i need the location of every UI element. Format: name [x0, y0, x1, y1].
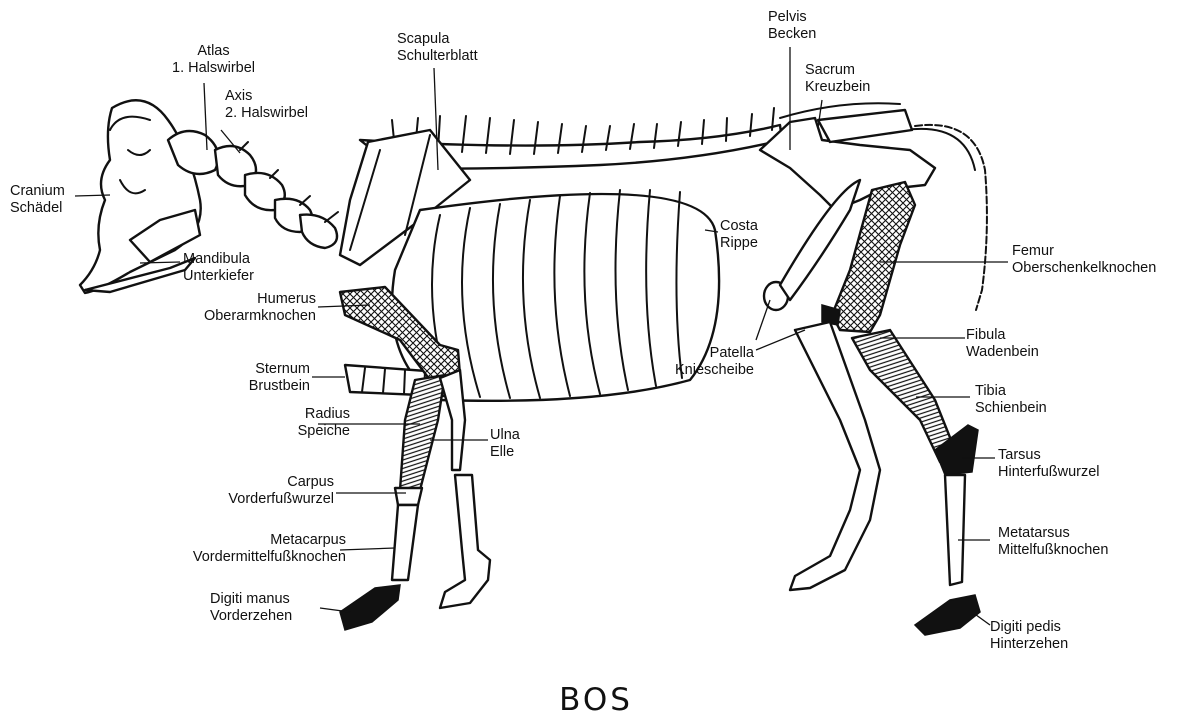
label-atlas-german: 1. Halswirbel — [172, 60, 255, 77]
label-metacarpus-latin: Metacarpus — [150, 532, 346, 549]
label-tarsus-latin: Tarsus — [998, 447, 1100, 464]
label-sternum-german: Brustbein — [200, 378, 310, 395]
label-cranium: Cranium Schädel — [10, 183, 65, 217]
label-fibula-german: Wadenbein — [966, 344, 1039, 361]
label-digiti-manus-latin: Digiti manus — [210, 591, 292, 608]
label-patella: Patella Kniescheibe — [656, 345, 754, 379]
label-patella-german: Kniescheibe — [656, 362, 754, 379]
label-cranium-latin: Cranium — [10, 183, 65, 200]
label-axis: Axis 2. Halswirbel — [225, 88, 308, 122]
label-humerus: Humerus Oberarmknochen — [172, 291, 316, 325]
label-digiti-manus-german: Vorderzehen — [210, 608, 292, 625]
label-sacrum-german: Kreuzbein — [805, 79, 870, 96]
label-femur-german: Oberschenkelknochen — [1012, 260, 1156, 277]
label-tarsus-german: Hinterfußwurzel — [998, 464, 1100, 481]
label-ulna-latin: Ulna — [490, 427, 520, 444]
label-tarsus: Tarsus Hinterfußwurzel — [998, 447, 1100, 481]
label-metatarsus-latin: Metatarsus — [998, 525, 1108, 542]
label-carpus-german: Vorderfußwurzel — [190, 491, 334, 508]
label-scapula-latin: Scapula — [397, 31, 478, 48]
label-scapula: Scapula Schulterblatt — [397, 31, 478, 65]
label-atlas: Atlas 1. Halswirbel — [172, 43, 255, 77]
label-ulna-german: Elle — [490, 444, 520, 461]
label-costa-latin: Costa — [720, 218, 758, 235]
label-sacrum: Sacrum Kreuzbein — [805, 62, 870, 96]
label-mandibula-german: Unterkiefer — [183, 268, 254, 285]
label-mandibula-latin: Mandibula — [183, 251, 254, 268]
metacarpus-bone — [392, 505, 418, 580]
label-fibula-latin: Fibula — [966, 327, 1039, 344]
label-tibia: Tibia Schienbein — [975, 383, 1047, 417]
diagram-title: BOS — [0, 682, 1192, 718]
label-ulna: Ulna Elle — [490, 427, 520, 461]
label-digiti-pedis: Digiti pedis Hinterzehen — [990, 619, 1068, 653]
label-axis-german: 2. Halswirbel — [225, 105, 308, 122]
label-cranium-german: Schädel — [10, 200, 65, 217]
label-femur-latin: Femur — [1012, 243, 1156, 260]
label-pelvis-latin: Pelvis — [768, 9, 816, 26]
label-tibia-german: Schienbein — [975, 400, 1047, 417]
label-pelvis: Pelvis Becken — [768, 9, 816, 43]
metatarsus-bone — [945, 475, 965, 585]
label-metacarpus-german: Vordermittelfußknochen — [150, 549, 346, 566]
label-metatarsus: Metatarsus Mittelfußknochen — [998, 525, 1108, 559]
label-femur: Femur Oberschenkelknochen — [1012, 243, 1156, 277]
label-humerus-latin: Humerus — [172, 291, 316, 308]
label-carpus: Carpus Vorderfußwurzel — [190, 474, 334, 508]
label-tibia-latin: Tibia — [975, 383, 1047, 400]
label-digiti-pedis-german: Hinterzehen — [990, 636, 1068, 653]
label-radius-latin: Radius — [220, 406, 350, 423]
label-sternum-latin: Sternum — [200, 361, 310, 378]
label-axis-latin: Axis — [225, 88, 308, 105]
carpus-bone — [395, 488, 422, 505]
label-radius: Radius Speiche — [220, 406, 350, 440]
label-atlas-latin: Atlas — [172, 43, 255, 60]
label-fibula: Fibula Wadenbein — [966, 327, 1039, 361]
label-patella-latin: Patella — [656, 345, 754, 362]
label-scapula-german: Schulterblatt — [397, 48, 478, 65]
label-pelvis-german: Becken — [768, 26, 816, 43]
label-metacarpus: Metacarpus Vordermittelfußknochen — [150, 532, 346, 566]
label-carpus-latin: Carpus — [190, 474, 334, 491]
label-sternum: Sternum Brustbein — [200, 361, 310, 395]
front-digits — [340, 585, 400, 630]
tail-vertebrae — [915, 125, 987, 310]
label-digiti-pedis-latin: Digiti pedis — [990, 619, 1068, 636]
label-humerus-german: Oberarmknochen — [172, 308, 316, 325]
sacrum-bone — [818, 110, 912, 142]
hind-digits — [915, 595, 980, 635]
label-digiti-manus: Digiti manus Vorderzehen — [210, 591, 292, 625]
label-radius-german: Speiche — [220, 423, 350, 440]
ulna-bone — [440, 370, 465, 470]
second-front-leg — [440, 475, 490, 608]
label-metatarsus-german: Mittelfußknochen — [998, 542, 1108, 559]
label-sacrum-latin: Sacrum — [805, 62, 870, 79]
label-costa: Costa Rippe — [720, 218, 758, 252]
label-costa-german: Rippe — [720, 235, 758, 252]
label-mandibula: Mandibula Unterkiefer — [183, 251, 254, 285]
